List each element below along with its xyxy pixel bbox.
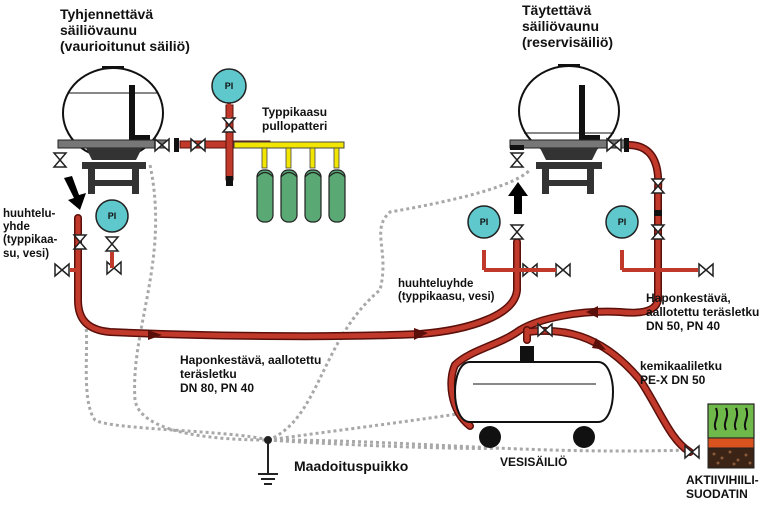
branch-pipes xyxy=(70,250,698,272)
pressure-gauge-icon: PI PI PI PI xyxy=(95,68,639,239)
nitrogen-manifold xyxy=(233,141,345,169)
ground-symbol-icon xyxy=(258,436,278,485)
hose-dn80-label: Haponkestävä, aallotettu teräsletku DN 8… xyxy=(180,353,322,395)
water-tank xyxy=(454,352,614,448)
carbon-filter xyxy=(707,403,755,469)
hose-dn50-label: Haponkestävä, aallotettu teräsletku DN 5… xyxy=(646,291,760,333)
grounding-rod-label: Maadoituspuikko xyxy=(294,458,409,474)
nitrogen-bank-label: Typpikaasu pullopatteri xyxy=(262,105,328,133)
svg-text:PI: PI xyxy=(108,211,117,221)
water-tank-label: VESISÄILIÖ xyxy=(500,455,568,469)
source-tank-label: Tyhjennettävä säiliövaunu (vaurioitunut … xyxy=(60,6,190,55)
flow-arrow-icon xyxy=(148,306,606,350)
valve-icon xyxy=(53,117,714,459)
carbon-filter-label: AKTIIVIHIILI- SUODATIN xyxy=(686,473,759,501)
svg-text:PI: PI xyxy=(618,217,627,227)
target-tank-car xyxy=(509,64,627,194)
grounding-wires xyxy=(83,164,691,453)
svg-text:PI: PI xyxy=(225,81,234,91)
flush-connection-right-label: huuhteluyhde (typpikaasu, vesi) xyxy=(398,278,495,304)
flow-arrow-icon xyxy=(64,176,528,214)
pipe-flange xyxy=(174,138,662,352)
source-tank-car xyxy=(57,66,167,194)
chemical-hose xyxy=(523,326,694,456)
svg-text:PI: PI xyxy=(480,217,489,227)
chemical-hose-label: kemikaaliletku PE-X DN 50 xyxy=(640,359,723,387)
gas-cylinder-icon xyxy=(256,169,346,223)
flush-connection-left-label: huuhtelu- yhde (typpikaa- su, vesi) xyxy=(3,208,58,260)
target-tank-label: Täytettävä säiliövaunu (reservisäiliö) xyxy=(522,2,614,51)
hose-dn80 xyxy=(74,214,521,341)
